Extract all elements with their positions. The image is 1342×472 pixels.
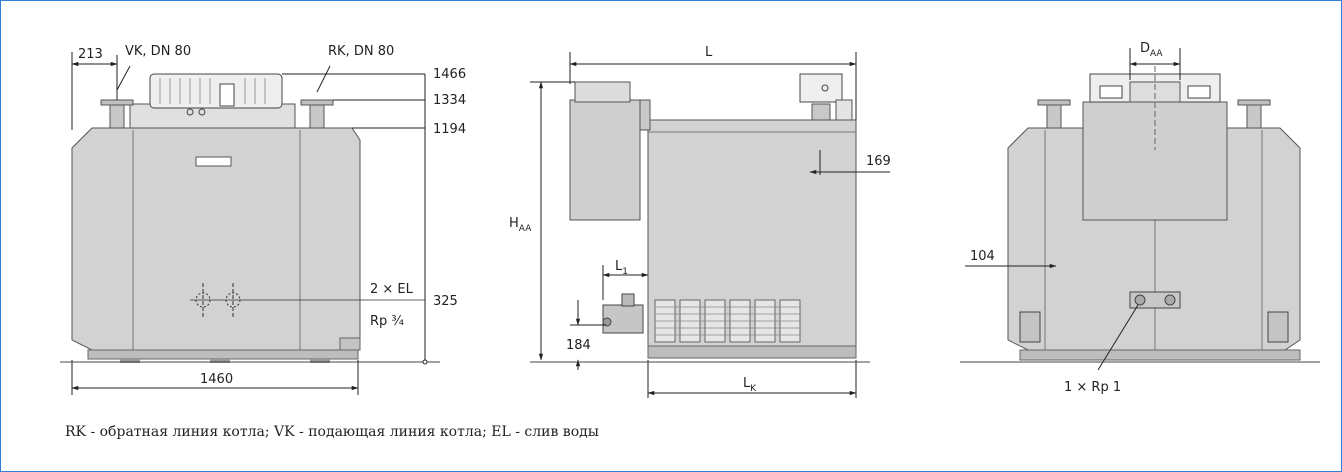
dim-haa: HAA (509, 216, 532, 234)
dim-169: 169 (866, 154, 891, 169)
dim-1194: 1194 (433, 122, 466, 137)
dim-l: L (705, 45, 713, 60)
rear-view: DAA 104 1 × Rp 1 (960, 41, 1320, 395)
dim-184: 184 (566, 338, 591, 353)
dim-l1: L1 (615, 259, 628, 277)
vk-label: VK, DN 80 (125, 44, 191, 59)
rk-flange (300, 99, 334, 129)
dim-1466: 1466 (433, 67, 466, 82)
dim-1460: 1460 (200, 372, 233, 387)
dim-213: 213 (78, 47, 103, 62)
rear-flue-box (1082, 101, 1228, 221)
rp-label: Rp ¾ (370, 314, 404, 329)
front-burner-cover (149, 73, 283, 109)
rp1-label: 1 × Rp 1 (1064, 380, 1121, 395)
el-label: 2 × EL (370, 282, 414, 297)
el-drain-icon (190, 283, 425, 317)
dim-lk: LK (743, 376, 757, 394)
dim-daa: DAA (1140, 41, 1163, 59)
legend-text: RK - обратная линия котла; VK - подающая… (65, 424, 599, 440)
vk-flange (100, 99, 134, 129)
flue-adapter (569, 99, 641, 221)
front-view: 213 VK, DN 80 RK, DN 80 1466 1334 1194 2… (60, 44, 466, 395)
rk-label: RK, DN 80 (328, 44, 394, 59)
dim-325: 325 (433, 294, 458, 309)
side-view: L HAA 169 L1 184 LK (509, 45, 891, 398)
dim-104: 104 (970, 249, 995, 264)
side-boiler-body (647, 119, 857, 347)
front-nameplate (195, 156, 232, 167)
dim-1334: 1334 (433, 93, 466, 108)
